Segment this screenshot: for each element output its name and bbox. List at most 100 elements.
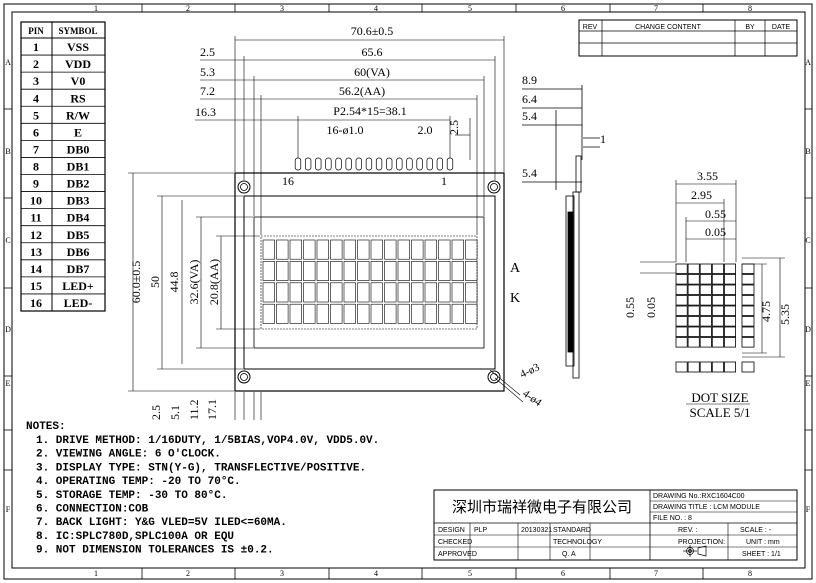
pin-number: 9 <box>33 177 39 191</box>
dot-dim-0-05v: 0.05 <box>644 297 658 318</box>
dot-pixel <box>699 284 712 296</box>
dim-bottom-11-2: 11.2 <box>187 399 201 420</box>
next-char-dot <box>741 361 755 373</box>
grid-row-left: A <box>5 58 11 67</box>
pin-number: 11 <box>30 211 41 225</box>
pin-hole <box>396 157 403 171</box>
dot-pixel <box>699 263 712 275</box>
grid-col-top: 1 <box>94 4 98 13</box>
char-cell <box>343 239 356 260</box>
pin-number: 2 <box>33 57 39 71</box>
dim-va-width: 60(VA) <box>354 65 390 79</box>
char-cell <box>397 303 410 324</box>
pin-hole <box>304 157 312 171</box>
dot-pixel <box>687 326 700 338</box>
char-cell <box>343 261 356 281</box>
char-cell <box>384 282 397 303</box>
pin-symbol: RS <box>70 91 86 105</box>
dot-pixel <box>724 337 737 348</box>
cursor-dot <box>711 361 724 373</box>
pin-symbol: LED+ <box>62 279 94 293</box>
pin-hole <box>325 157 332 171</box>
unit-label: UNIT : mm <box>746 539 780 546</box>
grid-row-right: E <box>806 379 811 388</box>
dim-pcb-width: 65.6 <box>362 45 383 59</box>
approved-label: APPROVED <box>438 551 477 558</box>
pin-hole <box>355 157 362 171</box>
pin-header-pin: PIN <box>28 26 44 36</box>
grid-col-top: 6 <box>561 4 565 13</box>
mount-hole-tl <box>237 180 251 194</box>
pin-symbol: DB0 <box>67 142 90 156</box>
pin-symbol: DB4 <box>67 211 90 225</box>
dim-left-2-5: 2.5 <box>200 45 215 59</box>
hole-dim-3: 4-ø3 <box>518 361 542 381</box>
pin-number: 15 <box>30 279 42 293</box>
hole-dim-4: 4-ø4 <box>520 388 544 410</box>
front-view <box>234 157 505 392</box>
dot-pixel <box>724 295 737 306</box>
char-cell <box>289 282 302 303</box>
char-cell <box>289 261 302 281</box>
grid-row-right: F <box>806 505 811 514</box>
dim-height-50: 50 <box>148 276 162 288</box>
char-cell <box>316 261 329 281</box>
dot-pixel <box>699 326 712 338</box>
pin-number: 4 <box>33 91 39 105</box>
dim-height-va: 32.6(VA) <box>187 260 201 305</box>
rev-header-date: DATE <box>772 24 790 31</box>
char-cell <box>438 239 451 260</box>
grid-col-top: 8 <box>748 4 752 13</box>
dim-right-2-5: 2.5 <box>447 120 461 135</box>
rev-header-change: CHANGE CONTENT <box>635 24 701 31</box>
pin-hole <box>365 157 373 171</box>
dot-pixel <box>675 284 688 296</box>
char-cell <box>316 282 329 303</box>
pin-symbol: DB5 <box>67 228 90 242</box>
char-cell <box>424 261 437 281</box>
char-cell <box>289 303 302 324</box>
pin-hole <box>406 157 413 171</box>
note-line: 3. DISPLAY TYPE: STN(Y-G), TRANSFLECTIVE… <box>36 462 366 474</box>
pin-number: 5 <box>33 108 39 122</box>
pin-number: 6 <box>33 125 39 139</box>
viewing-area <box>253 216 485 349</box>
standard-label: STANDARD <box>553 527 591 534</box>
projection-symbol-icon <box>683 545 707 557</box>
dot-pixel <box>687 263 700 275</box>
char-cell <box>316 239 329 260</box>
dot-pixel <box>724 326 737 338</box>
outer-border <box>3 3 813 580</box>
char-cell <box>424 239 437 260</box>
pin-hole <box>335 157 342 171</box>
note-line: 4. OPERATING TEMP: -20 TO 70°C. <box>36 476 241 488</box>
dot-pixel <box>675 326 688 338</box>
dim-aa-width: 56.2(AA) <box>339 84 385 98</box>
grid-row-right: B <box>805 147 810 156</box>
next-char-dot <box>741 295 755 306</box>
cursor-dot <box>699 361 712 373</box>
char-cell <box>465 303 478 324</box>
side-view <box>522 85 600 379</box>
dot-pixel <box>675 295 688 306</box>
cursor-dot <box>675 361 688 373</box>
grid-col-bottom: 1 <box>94 569 98 578</box>
dim-bottom-5-1: 5.1 <box>168 405 182 420</box>
dot-pixel <box>711 263 724 275</box>
char-cell <box>343 282 356 303</box>
dot-dim-4-75: 4.75 <box>759 301 773 322</box>
dot-pixel <box>675 316 688 327</box>
mount-hole-br <box>487 370 501 384</box>
pin-hole <box>345 157 352 171</box>
inner-border <box>11 11 806 569</box>
pin-hole <box>446 157 454 171</box>
side-dim-1: 1 <box>600 132 606 146</box>
note-line: 2. VIEWING ANGLE: 6 O'CLOCK. <box>36 449 221 461</box>
dot-dim-2-95: 2.95 <box>691 188 712 202</box>
char-cell <box>384 303 397 324</box>
side-dim-texts: 8.9 6.4 5.4 1 5.4 <box>522 73 606 180</box>
grid-col-bottom: 6 <box>561 569 565 578</box>
dim-left-7-2: 7.2 <box>200 84 215 98</box>
notes: NOTES: 1. DRIVE METHOD: 1/16DUTY, 1/5BIA… <box>26 421 379 557</box>
